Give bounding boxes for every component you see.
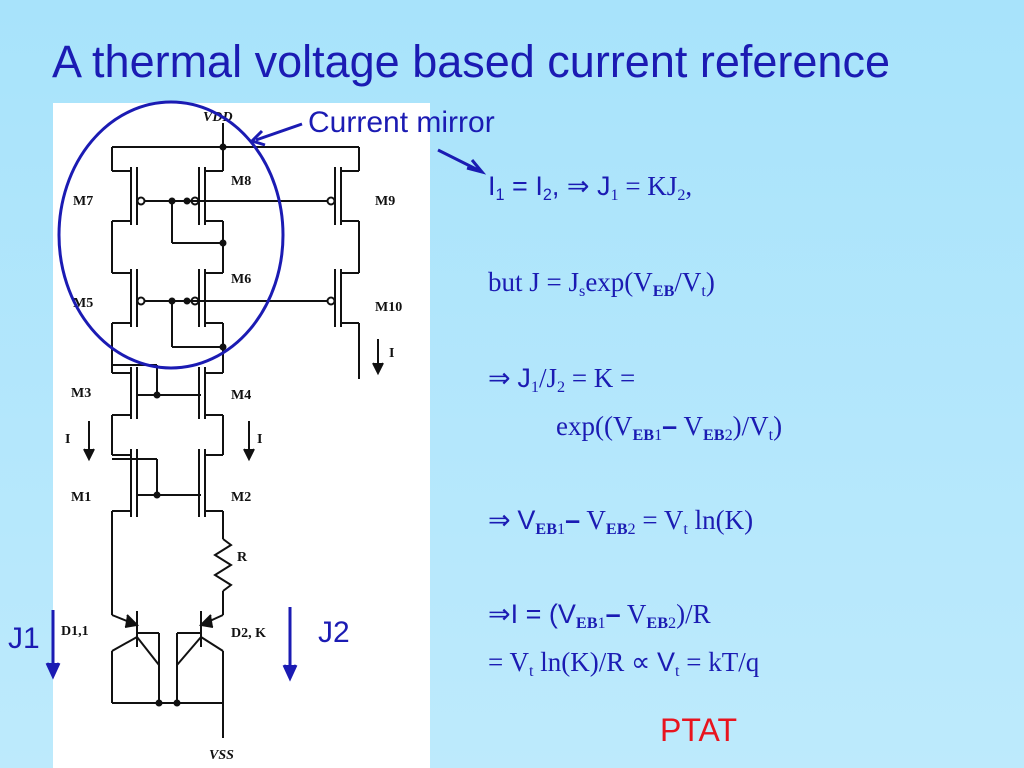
equation-line-4: exp((VEB1– VEB2)/Vt) bbox=[556, 411, 783, 445]
m2-label: M2 bbox=[231, 490, 251, 505]
equation-line-2: but J = Jsexp(VEB/Vt) bbox=[488, 267, 715, 301]
current-mirror-label: Current mirror bbox=[308, 106, 495, 139]
d1-label: D1,1 bbox=[61, 624, 89, 639]
m10-label: M10 bbox=[375, 300, 402, 315]
equation-line-3: ⇒ J1/J2 = K = bbox=[488, 363, 636, 397]
circuit-diagram: VDD VSS M7 M8 M9 M5 M6 M10 M3 M4 M1 M2 R… bbox=[53, 103, 430, 768]
m3-label: M3 bbox=[71, 386, 91, 401]
m5-label: M5 bbox=[73, 296, 93, 311]
circuit-schematic: VDD VSS M7 M8 M9 M5 M6 M10 M3 M4 M1 M2 R… bbox=[61, 110, 402, 763]
j1-label: J1 bbox=[8, 622, 40, 655]
equation-line-5: ⇒ VEB1– VEB2 = Vt ln(K) bbox=[488, 505, 754, 539]
current-label-left: I bbox=[65, 432, 70, 447]
equation-line-6: ⇒I = (VEB1– VEB2)/R bbox=[488, 599, 711, 633]
d2-label: D2, K bbox=[231, 626, 266, 641]
slide-title: A thermal voltage based current referenc… bbox=[52, 36, 890, 87]
m7-label: M7 bbox=[73, 194, 93, 209]
r-label: R bbox=[237, 550, 248, 565]
equation-line-1: I1 = I2, ⇒ J1 = KJ2, bbox=[488, 171, 693, 205]
vdd-label: VDD bbox=[203, 110, 233, 125]
callout-arrow-equations bbox=[437, 148, 479, 172]
m8-label: M8 bbox=[231, 174, 251, 189]
m9-label: M9 bbox=[375, 194, 395, 209]
m6-label: M6 bbox=[231, 272, 251, 287]
vss-label: VSS bbox=[209, 748, 234, 763]
m1-label: M1 bbox=[71, 490, 91, 505]
current-label-out: I bbox=[389, 346, 394, 361]
current-label-right: I bbox=[257, 432, 262, 447]
j2-label: J2 bbox=[318, 616, 350, 649]
m4-label: M4 bbox=[231, 388, 251, 403]
equation-line-7: = Vt ln(K)/R ∝ Vt = kT/q bbox=[488, 647, 760, 681]
ptat-label: PTAT bbox=[660, 712, 738, 748]
